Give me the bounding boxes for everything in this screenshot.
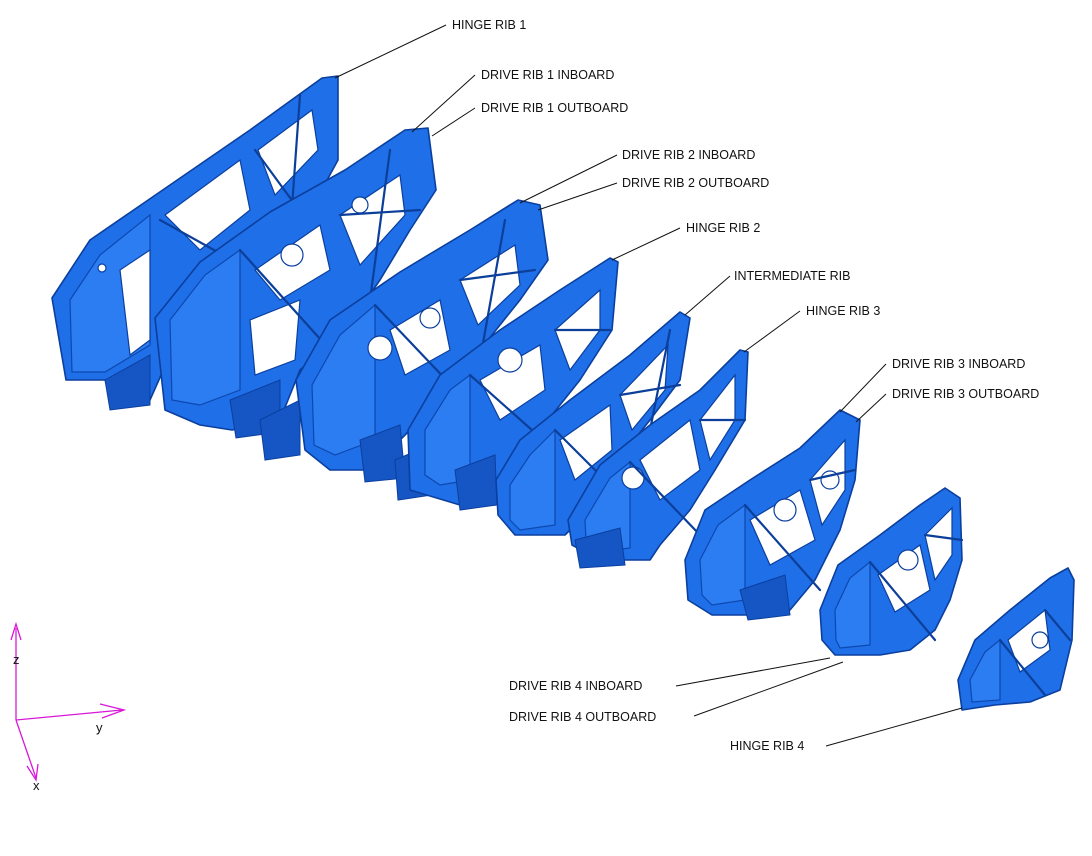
- rib-drive-3: [684, 409, 861, 621]
- z-axis-label: z: [13, 652, 20, 667]
- axis-triad: z y x: [10, 621, 127, 793]
- label-drive-rib-4-outboard: DRIVE RIB 4 OUTBOARD: [509, 710, 656, 724]
- y-axis-line: [15, 709, 123, 721]
- label-drive-rib-2-inboard: DRIVE RIB 2 INBOARD: [622, 148, 755, 162]
- label-hinge-rib-4: HINGE RIB 4: [730, 739, 804, 753]
- label-drive-rib-3-inboard: DRIVE RIB 3 INBOARD: [892, 357, 1025, 371]
- leader-drive-rib-1-inboard: [411, 74, 476, 133]
- leader-drive-rib-3-outboard: [855, 393, 887, 423]
- label-drive-rib-2-outboard: DRIVE RIB 2 OUTBOARD: [622, 176, 769, 190]
- leader-drive-rib-2-outboard: [537, 182, 618, 211]
- leader-drive-rib-4-outboard: [693, 661, 844, 717]
- leader-drive-rib-3-inboard: [839, 363, 887, 413]
- rib-intermediate: [495, 311, 691, 536]
- leader-intermediate-rib: [684, 275, 731, 316]
- labels: HINGE RIB 1 DRIVE RIB 1 INBOARD DRIVE RI…: [452, 18, 1039, 753]
- rib-hinge-2: [407, 257, 619, 511]
- leader-hinge-rib-3: [743, 310, 801, 353]
- label-drive-rib-1-inboard: DRIVE RIB 1 INBOARD: [481, 68, 614, 82]
- ribs: [51, 75, 1075, 711]
- rib-hinge-3: [567, 349, 749, 569]
- leader-drive-rib-1-outboard: [431, 107, 476, 137]
- rib-hinge-1: [51, 75, 339, 411]
- rib-drive-4: [819, 487, 964, 656]
- leader-hinge-rib-1: [334, 24, 447, 79]
- leader-hinge-rib-2: [611, 227, 681, 261]
- label-intermediate-rib: INTERMEDIATE RIB: [734, 269, 850, 283]
- y-axis-label: y: [96, 720, 103, 735]
- leader-lines: [334, 24, 963, 747]
- y-axis-arrowhead: [99, 703, 127, 719]
- z-axis-arrowhead: [10, 621, 22, 641]
- leader-drive-rib-4-inboard: [675, 657, 831, 687]
- label-hinge-rib-1: HINGE RIB 1: [452, 18, 526, 32]
- label-hinge-rib-3: HINGE RIB 3: [806, 304, 880, 318]
- label-drive-rib-1-outboard: DRIVE RIB 1 OUTBOARD: [481, 101, 628, 115]
- leader-hinge-rib-4: [825, 707, 963, 747]
- rib-hinge-4: [957, 567, 1075, 711]
- label-hinge-rib-2: HINGE RIB 2: [686, 221, 760, 235]
- label-drive-rib-3-outboard: DRIVE RIB 3 OUTBOARD: [892, 387, 1039, 401]
- x-axis-line: [15, 719, 37, 779]
- leader-drive-rib-2-inboard: [519, 154, 618, 204]
- rib-drive-1: [154, 127, 437, 461]
- x-axis-label: x: [33, 778, 40, 793]
- label-drive-rib-4-inboard: DRIVE RIB 4 INBOARD: [509, 679, 642, 693]
- x-axis-arrowhead: [26, 763, 39, 782]
